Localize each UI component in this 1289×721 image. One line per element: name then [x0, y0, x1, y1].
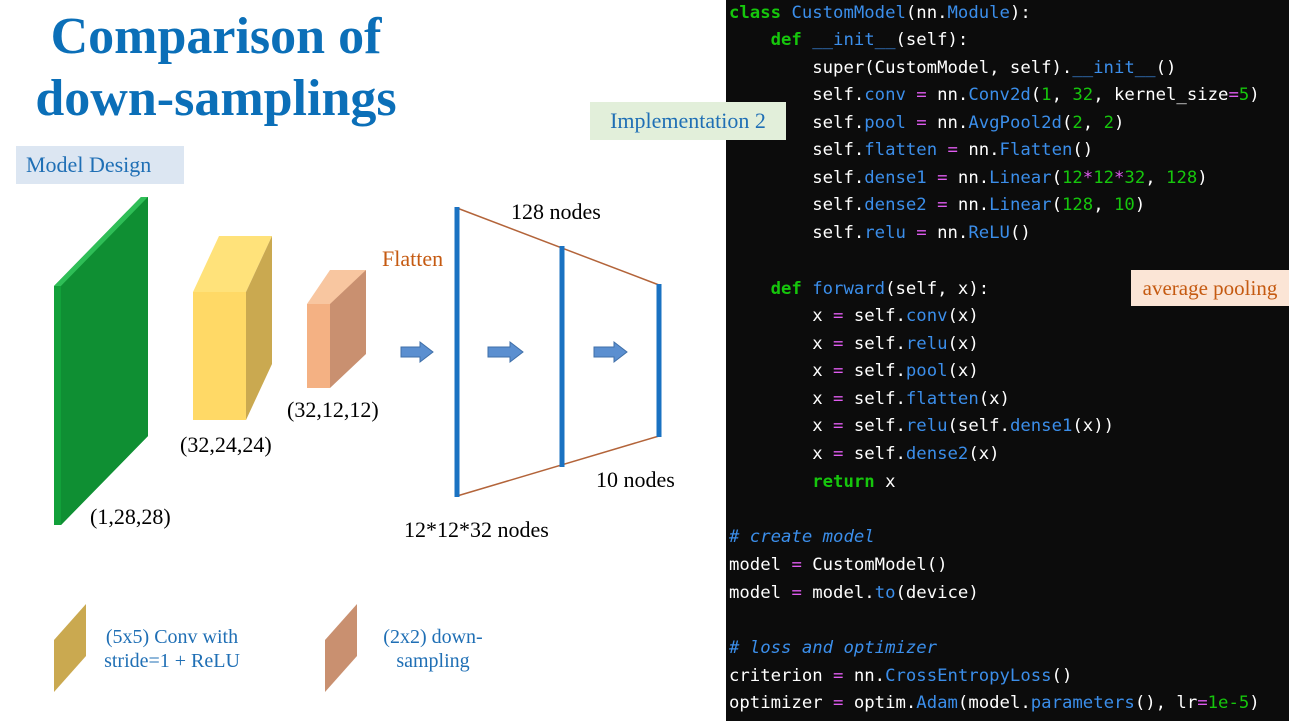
- legend-pool-line-1: (2x2) down-: [383, 626, 483, 648]
- model-design-label: Model Design: [16, 146, 184, 184]
- legend-conv-line-2: stride=1 + ReLU: [104, 650, 240, 672]
- pool-block: [307, 270, 366, 388]
- legend-conv-line-1: (5x5) Conv with: [105, 626, 239, 648]
- code-line-8: self.dense2 = nn.Linear(128, 10): [729, 195, 1146, 215]
- title-line-2: down-samplings: [35, 70, 397, 127]
- legend-conv-swatch: [54, 604, 86, 692]
- layer2-nodes-label: 128 nodes: [511, 199, 601, 224]
- layer3-nodes-label: 10 nodes: [596, 467, 675, 492]
- conv-block: [193, 236, 272, 420]
- code-line-19: model = model.to(device): [729, 583, 979, 603]
- title-line-1: Comparison of: [50, 8, 382, 65]
- code-line-13: x = self.pool(x): [729, 361, 979, 381]
- legend-pool-text: (2x2) down- sampling: [368, 625, 498, 673]
- pool-shape-label: (32,12,12): [287, 397, 379, 422]
- code-line-11: x = self.conv(x): [729, 306, 979, 326]
- conv-shape-label: (32,24,24): [180, 432, 272, 457]
- code-line-2: def __init__(self):: [770, 30, 969, 50]
- code-line-4: self.conv = nn.Conv2d(1, 32, kernel_size…: [729, 85, 1260, 105]
- code-line-6: self.flatten = nn.Flatten(): [729, 140, 1094, 160]
- code-line-12: x = self.relu(x): [729, 334, 979, 354]
- code-line-14: x = self.flatten(x): [729, 389, 1010, 409]
- trapezoid-bottom-edge: [456, 435, 660, 497]
- legend-pool-swatch: [325, 604, 357, 692]
- implementation-label: Implementation 2: [590, 102, 786, 140]
- code-line-1: class CustomModel(nn.Module):: [729, 3, 1031, 23]
- slide-title: Comparison of down-samplings: [6, 6, 426, 130]
- code-comment-create-model: # create model: [729, 527, 875, 547]
- arrow-2: [487, 340, 524, 364]
- input-block: [54, 197, 148, 525]
- legend-conv-text: (5x5) Conv with stride=1 + ReLU: [92, 625, 252, 673]
- arrow-3: [593, 340, 628, 364]
- code-line-16: x = self.dense2(x): [729, 444, 1000, 464]
- code-panel: class CustomModel(nn.Module): def __init…: [726, 0, 1289, 721]
- code-line-17: return x: [812, 472, 896, 492]
- average-pooling-label: average pooling: [1131, 270, 1289, 306]
- code-line-21: optimizer = optim.Adam(model.parameters(…: [729, 693, 1260, 713]
- trapezoid-top-edge: [456, 207, 660, 286]
- code-line-7: self.dense1 = nn.Linear(12*12*32, 128): [729, 168, 1208, 188]
- model-diagram: [54, 197, 662, 692]
- code-line-10: def forward(self, x):: [770, 279, 990, 299]
- legend-pool-line-2: sampling: [396, 650, 470, 672]
- code-comment-loss: # loss and optimizer: [729, 638, 938, 658]
- flatten-label: Flatten: [382, 246, 444, 271]
- input-shape-label: (1,28,28): [90, 504, 171, 529]
- code-line-15: x = self.relu(self.dense1(x)): [729, 416, 1115, 436]
- code-line-9: self.relu = nn.ReLU(): [729, 223, 1031, 243]
- arrow-1: [400, 340, 434, 364]
- code-line-5: self.pool = nn.AvgPool2d(2, 2): [729, 113, 1125, 133]
- code-line-3: super(CustomModel, self).__init__(): [812, 58, 1177, 78]
- code-line-18: model = CustomModel(): [729, 555, 948, 575]
- code-line-20: criterion = nn.CrossEntropyLoss(): [729, 666, 1073, 686]
- layer1-nodes-label: 12*12*32 nodes: [404, 517, 549, 542]
